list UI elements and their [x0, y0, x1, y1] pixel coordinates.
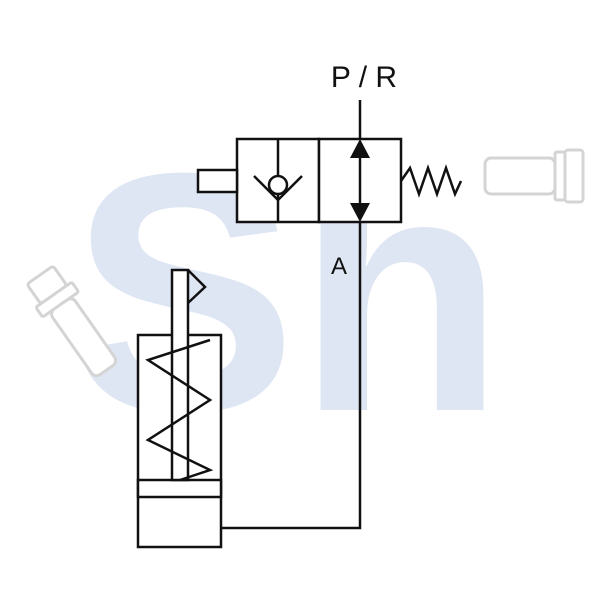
flow-arrow-icon: [350, 139, 370, 222]
cylinder-piston: [136, 478, 223, 499]
valve-actuator-stub: [196, 168, 239, 194]
spring-cylinder: [136, 268, 223, 549]
cylinder-spring-icon: [145, 338, 214, 482]
port-pr-label: P / R: [331, 61, 397, 94]
rod-indicator-icon: [187, 269, 207, 304]
piston-rod: [170, 268, 190, 482]
spring-icon: [399, 164, 463, 198]
directional-valve: [196, 137, 463, 224]
hose-fitting-left-icon: [26, 265, 118, 378]
hose-fitting-right-icon: [483, 148, 585, 204]
check-valve-icon: [253, 175, 303, 202]
port-a-label: A: [331, 253, 347, 280]
port-a-line: [221, 222, 362, 530]
